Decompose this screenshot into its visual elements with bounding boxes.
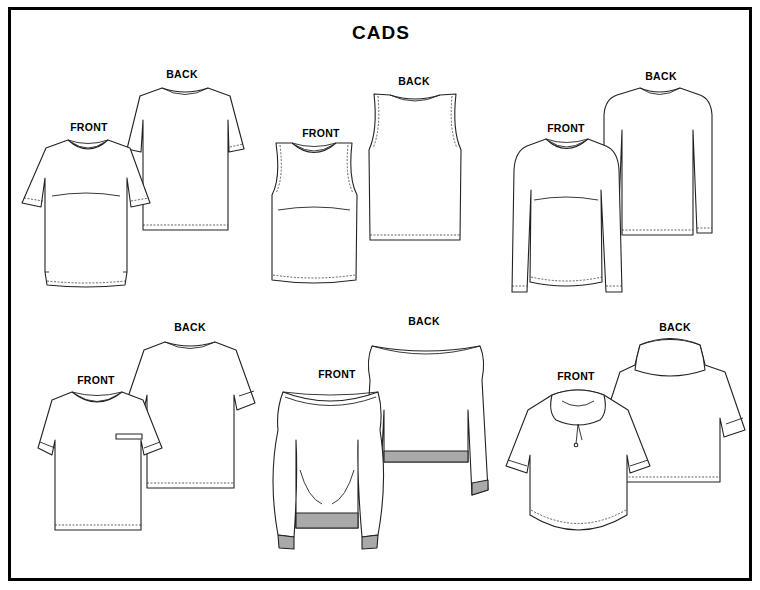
tee-front-line (131, 198, 149, 201)
tank-front-line (292, 143, 336, 147)
view-label: BACK (645, 70, 677, 82)
pocket-tee-front-line (38, 392, 162, 530)
tank-back-line (370, 235, 460, 236)
pocket-tee-back-line (165, 342, 215, 349)
sweatshirt-back-line (384, 451, 468, 462)
tee-front-line (68, 140, 108, 144)
tank-back-line (451, 96, 457, 148)
pocket-tee-front-line (75, 394, 119, 402)
pocket-tee-front-line (72, 392, 122, 396)
long-sleeve-back-line (640, 88, 680, 95)
tank-front-line (276, 145, 281, 193)
tank-front-line (295, 145, 333, 151)
view-label: FRONT (77, 374, 115, 386)
long-sleeve-front-line (531, 277, 602, 281)
tank-front-line (278, 207, 350, 210)
tank-front-line (272, 143, 357, 283)
sheet-title: CADS (352, 22, 410, 44)
pocket-tee-front-line (144, 442, 160, 448)
long-sleeve-front-line (512, 286, 527, 287)
sweatshirt-front-line (296, 513, 358, 528)
view-label: BACK (659, 321, 691, 333)
view-label: BACK (408, 315, 440, 327)
tee-front-line (47, 281, 125, 283)
hooded-top-front-line (531, 510, 626, 524)
sheet-border (10, 9, 751, 580)
tank-front-line (273, 275, 355, 278)
sweatshirt-front-line (283, 392, 378, 395)
view-label: FRONT (318, 368, 356, 380)
view-label: FRONT (70, 121, 108, 133)
pocket-tee-front-line (55, 525, 141, 526)
long-sleeve-front-line (512, 139, 622, 292)
pocket-tee-front (38, 392, 162, 530)
hooded-top-front-line (562, 401, 594, 406)
tee-front-line (22, 140, 150, 287)
tank-front (272, 143, 357, 283)
long-sleeve-back-line (697, 228, 712, 229)
hooded-top-back-line (726, 418, 743, 424)
hooded-top-front-line (551, 390, 606, 425)
long-sleeve-front-line (549, 141, 585, 147)
view-label: FRONT (302, 127, 340, 139)
sweatshirt-front-line (362, 535, 378, 549)
tee-front-line (24, 198, 43, 201)
hooded-top-front-line (576, 424, 582, 444)
sweatshirt-front-line (300, 470, 354, 504)
long-sleeve-back-line (622, 230, 693, 231)
long-sleeve-front-line (546, 139, 588, 143)
sweatshirt-front-line (278, 535, 294, 549)
tee-back-line (162, 88, 208, 95)
tee-back (127, 88, 244, 230)
sweatshirt-back-line (472, 480, 488, 495)
tee-back-line (127, 88, 244, 230)
sweatshirt-back-line (372, 346, 480, 354)
hooded-top-front (506, 390, 650, 530)
long-sleeve-front-line (534, 197, 598, 200)
hooded-top-front-line (508, 460, 648, 466)
tee-back-line (230, 144, 243, 147)
pocket-tee-front-line (116, 434, 142, 439)
tee-back-line (143, 225, 228, 226)
long-sleeve-front-line (606, 286, 622, 287)
view-label: BACK (166, 68, 198, 80)
sweatshirt-front (273, 392, 384, 549)
hooded-top-back-line (625, 477, 720, 478)
view-label: FRONT (557, 370, 595, 382)
long-sleeve-front (512, 139, 622, 292)
tank-back-line (390, 95, 440, 101)
hooded-top-front-line (506, 390, 650, 530)
hooded-top-back-line (635, 340, 705, 377)
pocket-tee-back-line (239, 391, 254, 396)
pocket-tee-front-line (40, 442, 55, 448)
tank-back-line (373, 96, 379, 148)
tee-front-line (71, 142, 105, 148)
view-label: FRONT (547, 122, 585, 134)
view-label: BACK (174, 321, 206, 333)
sweatshirt-front-line (285, 397, 376, 406)
tank-back-line (369, 94, 461, 240)
view-label: BACK (398, 75, 430, 87)
tee-front (22, 140, 150, 287)
tee-front-line (52, 193, 120, 196)
tank-front-line (347, 145, 353, 193)
pocket-tee-back-line (147, 483, 234, 484)
tee-front-line (45, 272, 127, 273)
sweatshirt-front-line (273, 392, 384, 537)
tank-back (369, 94, 461, 240)
hooded-top-front-line (574, 443, 578, 447)
